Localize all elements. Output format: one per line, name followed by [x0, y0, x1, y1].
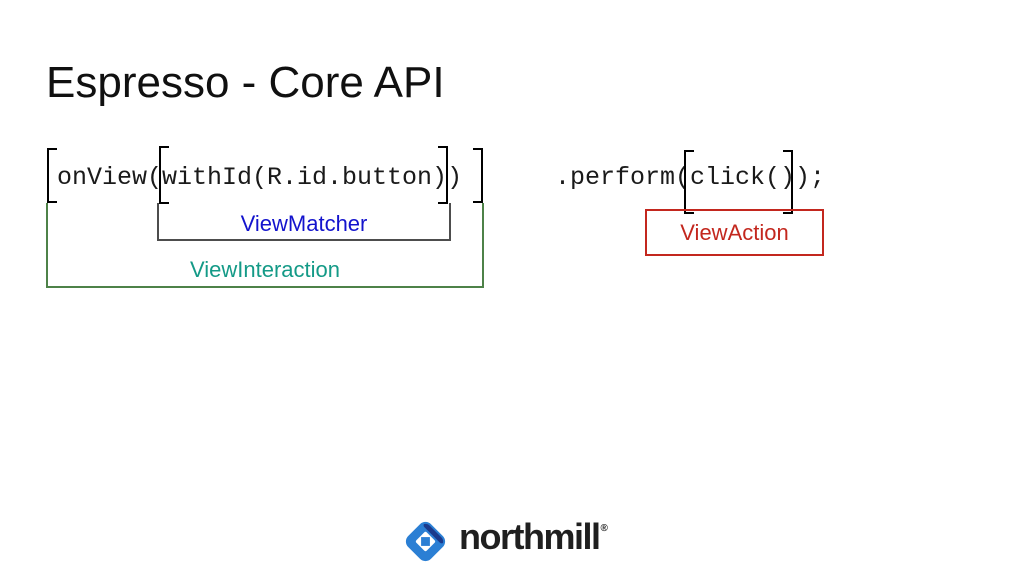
- viewaction-open-bracket: [684, 150, 694, 214]
- northmill-logo: northmill®: [402, 516, 608, 566]
- northmill-wordmark-text: northmill: [459, 515, 601, 557]
- northmill-wordmark: northmill®: [459, 513, 608, 570]
- viewinteraction-open-bracket: [47, 148, 57, 203]
- viewaction-label: ViewAction: [680, 219, 789, 245]
- code-onview-snippet: onView(withId(R.id.button)): [57, 163, 463, 192]
- viewaction-box: ViewAction: [645, 209, 824, 256]
- northmill-diamond-icon: [405, 521, 446, 561]
- viewinteraction-label: ViewInteraction: [189, 257, 340, 282]
- viewaction-close-bracket: [783, 150, 793, 214]
- viewmatcher-label: ViewMatcher: [240, 211, 368, 236]
- page-title: Espresso - Core API: [46, 58, 445, 107]
- code-perform-snippet: .perform(click());: [555, 163, 826, 192]
- viewinteraction-underbrace: [46, 203, 484, 288]
- viewmatcher-open-bracket: [159, 146, 169, 204]
- viewinteraction-close-bracket: [473, 148, 483, 203]
- viewmatcher-underbrace: [157, 203, 451, 241]
- viewmatcher-close-bracket: [438, 146, 448, 204]
- registered-trademark-symbol: ®: [600, 522, 608, 534]
